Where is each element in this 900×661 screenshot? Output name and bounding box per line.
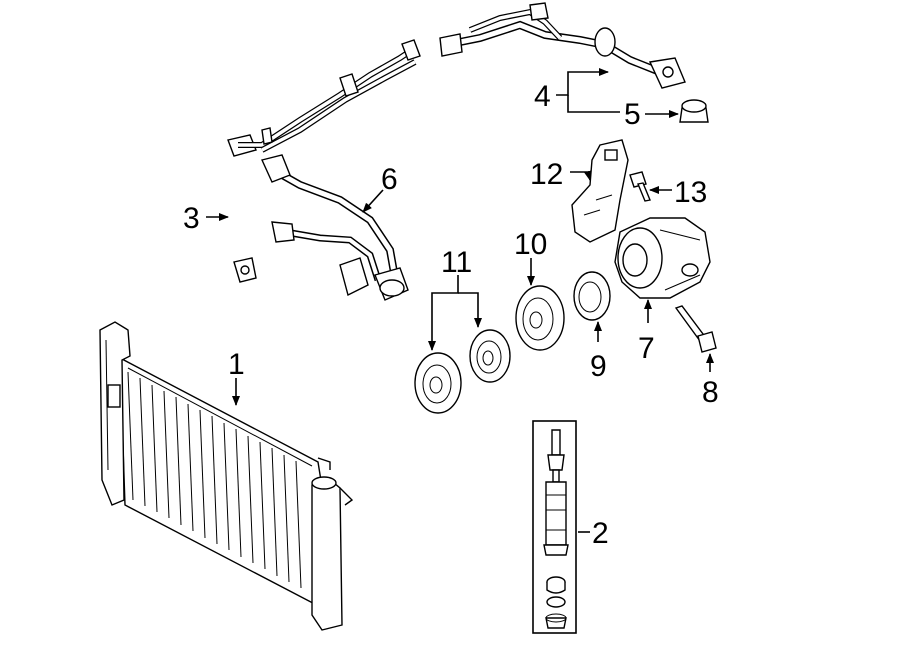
callout-1: 1 (228, 348, 245, 381)
callout-4: 4 (534, 80, 551, 113)
callout-6: 6 (381, 163, 398, 196)
hose-3 (227, 134, 257, 283)
callout-3: 3 (183, 202, 200, 235)
callout-11: 11 (441, 246, 472, 279)
suction-line (238, 39, 421, 153)
clutch-pulley-b (469, 329, 511, 383)
leader-lines (206, 68, 714, 533)
condenser (99, 321, 354, 631)
callout-8: 8 (702, 376, 719, 409)
coil-9 (573, 271, 611, 321)
bolt-13 (629, 171, 651, 202)
callout-13: 13 (674, 176, 707, 209)
clutch-pulley-a (414, 352, 462, 414)
callout-2: 2 (592, 517, 609, 550)
compressor-7 (614, 217, 711, 299)
callout-10: 10 (514, 228, 547, 261)
drier-kit (532, 420, 577, 634)
cap-5 (679, 99, 709, 123)
callout-5: 5 (624, 98, 641, 131)
bolt-8 (674, 305, 717, 353)
bracket-12 (571, 139, 629, 243)
callout-9: 9 (590, 350, 607, 383)
callout-12: 12 (530, 158, 563, 191)
manifold-hose-6 (261, 154, 409, 301)
callout-7: 7 (638, 332, 655, 365)
pulley-10 (515, 285, 565, 351)
hose-assembly-4 (439, 2, 686, 89)
